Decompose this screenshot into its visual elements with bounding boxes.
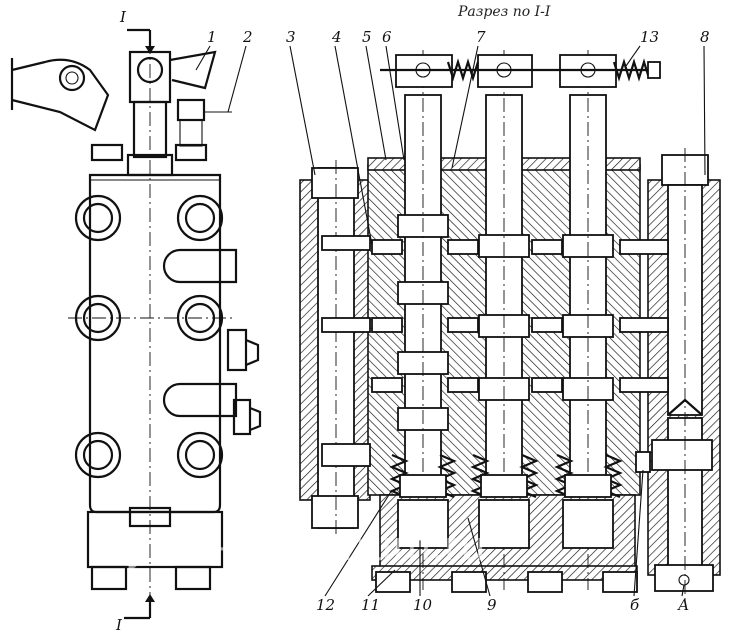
side-base bbox=[86, 510, 224, 569]
spool-springs bbox=[389, 451, 651, 549]
callout-1: 1 bbox=[207, 28, 217, 46]
callouts: 1 2 3 4 5 6 7 8 9 10 11 12 13 б А bbox=[195, 28, 710, 614]
callout-2: 2 bbox=[242, 28, 253, 46]
callout-12: 12 bbox=[316, 596, 335, 614]
callout-a: А bbox=[677, 596, 689, 614]
callout-5: 5 bbox=[362, 28, 372, 46]
callout-11: 11 bbox=[361, 596, 380, 614]
callout-6: 6 bbox=[382, 28, 392, 46]
side-fittings bbox=[162, 248, 262, 436]
watermark: hydro-maximum.ru bbox=[100, 524, 486, 570]
callout-7: 7 bbox=[476, 28, 486, 46]
port-bosses bbox=[74, 194, 224, 479]
callout-9: 9 bbox=[487, 596, 497, 614]
callout-8: 8 bbox=[700, 28, 710, 46]
spool-3 bbox=[562, 50, 614, 590]
side-view: I I bbox=[10, 8, 262, 634]
callout-b: б bbox=[630, 596, 640, 614]
callout-10: 10 bbox=[413, 596, 433, 614]
spool-2 bbox=[478, 50, 530, 590]
right-bolt bbox=[619, 148, 714, 600]
left-bolt bbox=[311, 160, 371, 535]
top-linkage bbox=[380, 54, 661, 88]
section-mark-bottom: I bbox=[115, 594, 155, 634]
callout-13: 13 bbox=[640, 28, 659, 46]
callout-4: 4 bbox=[331, 28, 342, 46]
spool-1 bbox=[397, 50, 449, 590]
top-nut bbox=[176, 98, 206, 122]
control-lever bbox=[10, 40, 217, 600]
section-mark-bottom-label: I bbox=[115, 616, 123, 634]
section-mark-top-label: I bbox=[119, 8, 127, 26]
section-title: Разрез по I-I bbox=[457, 4, 551, 20]
section-view: Разрез по I-I bbox=[299, 4, 721, 600]
callout-3: 3 bbox=[286, 28, 296, 46]
